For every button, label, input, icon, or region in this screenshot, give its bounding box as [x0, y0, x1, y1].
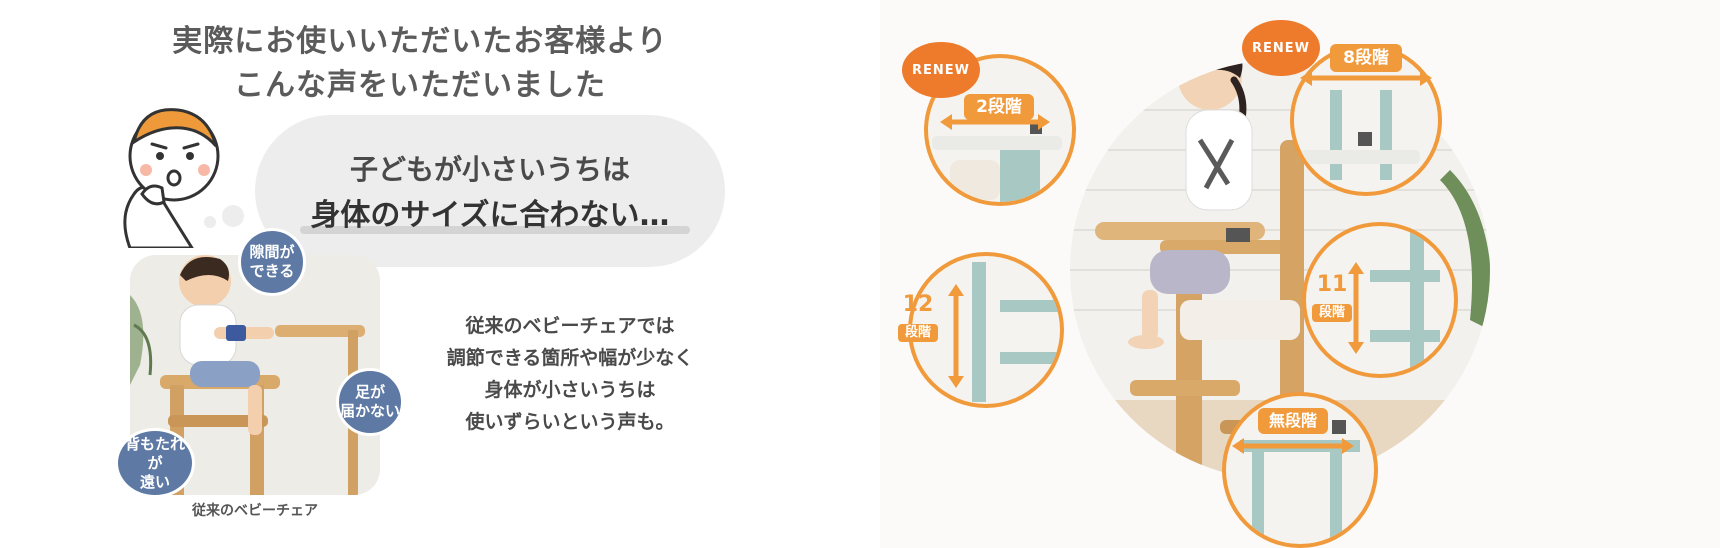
body-line-3: 身体が小さいうちは [484, 379, 656, 401]
adjustable-chair-scene [908, 44, 1490, 548]
badge-back-line-2: 遠い [139, 472, 170, 491]
left-panel: 実際にお使いいただいたお客様より こんな声をいただいました 子どもが小さいうちは… [115, 20, 730, 519]
badge-gap: 隙間ができる [238, 228, 306, 296]
footrest-num: 11 [1316, 272, 1348, 297]
headline: 実際にお使いいただいたお客様より こんな声をいただいました [130, 20, 710, 108]
speech-underline [300, 226, 690, 234]
headline-line-2: こんな声をいただいました [234, 68, 606, 103]
badge-foot-line-2: 届かない [339, 402, 400, 420]
body-line-1: 従来のベビーチェアでは [465, 315, 675, 337]
footrest-unit: 段階 [1312, 304, 1352, 322]
photo-caption: 従来のベビーチェア [192, 503, 318, 519]
body-text: 従来のベビーチェアでは 調節できる箇所や幅が少なく 身体が小さいうちは 使いずら… [410, 310, 730, 438]
seat-height-num: 12 [902, 292, 934, 317]
seat-height-unit: 段階 [898, 324, 938, 342]
body-line-4: 使いずらいという声も。 [465, 411, 675, 433]
right-panel: RENEW RENEW 2段階 8段階 12 段階 11 段階 無段階 [880, 0, 1720, 548]
seat-height-steps-label: 12 段階 [898, 292, 938, 362]
detail-width-circle [1290, 44, 1442, 196]
renew-badge-2: RENEW [1242, 20, 1320, 76]
stepless-label: 無段階 [1258, 408, 1328, 434]
badge-back: 背もたれが遠い [115, 428, 195, 498]
badge-gap-line-1: 隙間が [249, 243, 295, 261]
speech-bubble-tail-dot [222, 205, 244, 227]
body-line-2: 調節できる箇所や幅が少なく [446, 347, 694, 369]
badge-foot: 足が届かない [336, 368, 404, 436]
headline-line-1: 実際にお使いいただいたお客様より [172, 24, 668, 59]
worried-face-illustration [123, 108, 220, 248]
width-steps-label: 8段階 [1330, 44, 1402, 72]
detail-seat-height-circle [908, 252, 1064, 408]
speech-bubble-tail-dot-small [204, 216, 216, 228]
detail-footrest-circle [1302, 222, 1458, 378]
speech-line-1: 子どもが小さいうちは [349, 153, 630, 186]
speech-bubble [255, 115, 725, 267]
tray-steps-label: 2段階 [964, 94, 1034, 120]
footrest-steps-label: 11 段階 [1312, 272, 1352, 342]
badge-gap-line-2: できる [249, 262, 295, 280]
renew-badge-1: RENEW [902, 42, 980, 98]
badge-foot-line-1: 足が [354, 383, 385, 401]
speech-line-2: 身体のサイズに合わない… [310, 198, 670, 233]
badge-back-line-1: 背もたれが [124, 434, 185, 472]
